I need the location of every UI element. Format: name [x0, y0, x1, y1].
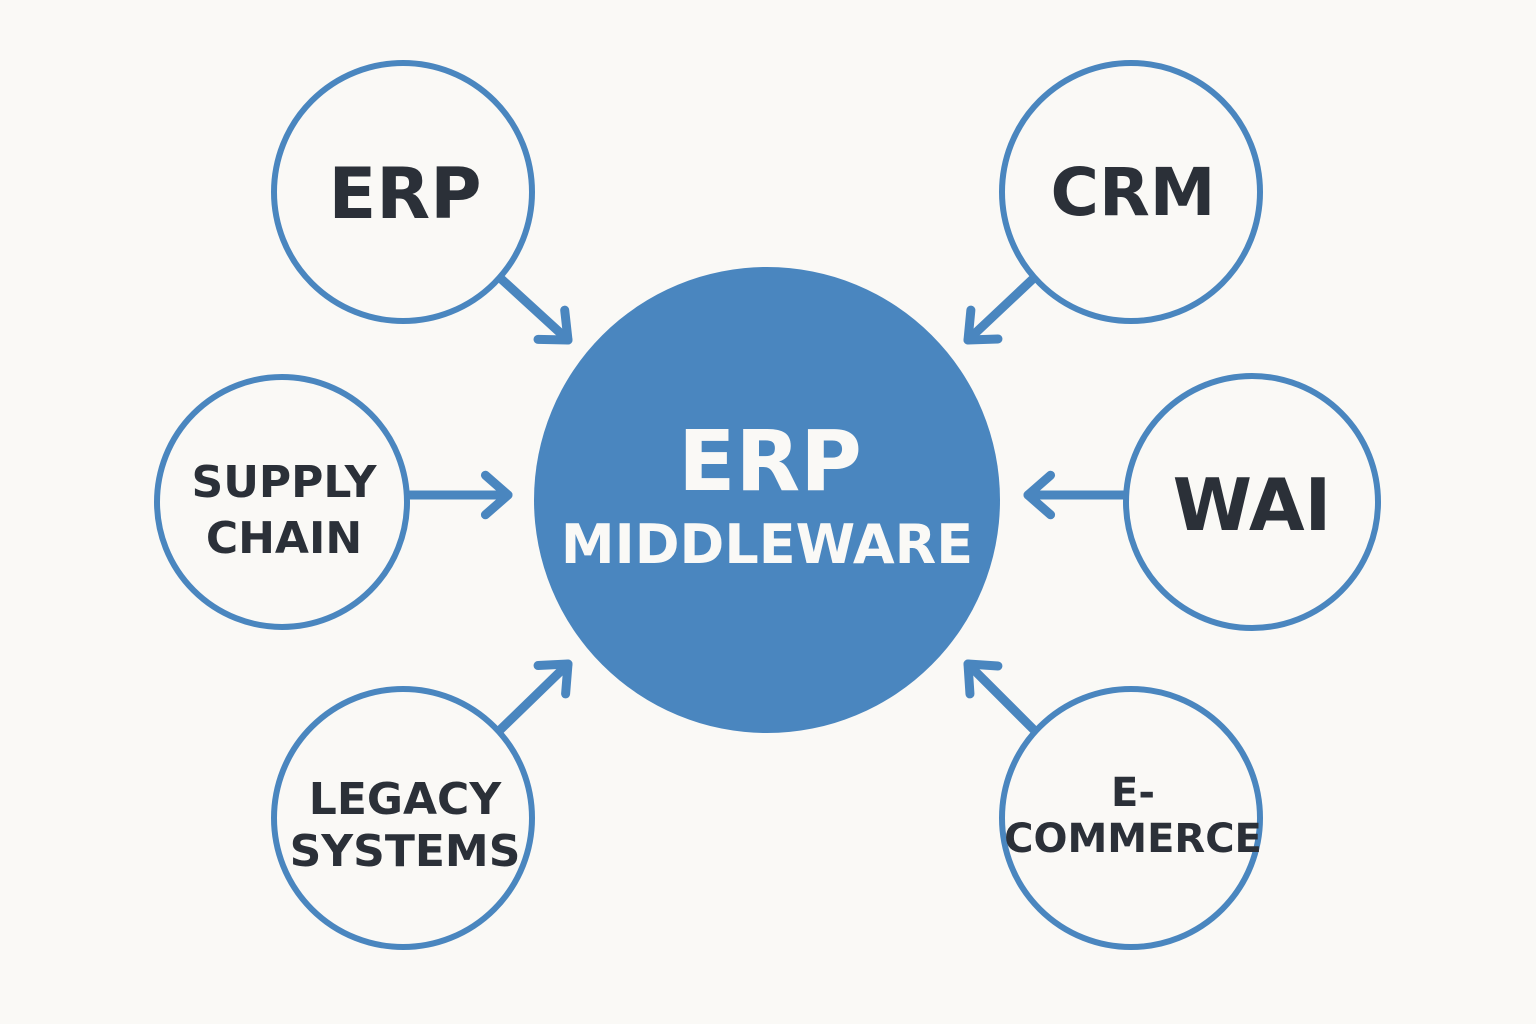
connectors — [405, 271, 1131, 735]
node-supply-chain-circle — [154, 374, 410, 630]
node-wai-circle — [1123, 373, 1381, 631]
node-legacy-systems-label-line1: LEGACY — [309, 774, 503, 825]
arrow-head-icon — [533, 659, 573, 699]
arrow-head-icon — [1023, 470, 1056, 520]
node-wai-label: WAI — [1173, 463, 1332, 547]
arrow-supply-chain-to-hub — [405, 470, 513, 520]
node-erp-circle — [271, 60, 535, 324]
node-legacy-systems-circle — [271, 686, 535, 950]
hub-subtitle: MIDDLEWARE — [561, 513, 973, 576]
arrow-wai-to-hub — [1023, 470, 1131, 520]
arrow-head-icon — [533, 305, 573, 345]
arrow-crm-to-hub — [963, 271, 1041, 345]
arrow-head-icon — [963, 659, 1003, 699]
node-crm-label: CRM — [1051, 154, 1216, 231]
node-e-commerce-label-line2: COMMERCE — [1004, 816, 1262, 862]
arrow-erp-to-hub — [493, 271, 573, 345]
node-erp-label: ERP — [328, 153, 481, 235]
node-e-commerce-circle — [999, 686, 1263, 950]
node-supply-chain[interactable]: SUPPLY CHAIN — [154, 374, 410, 630]
node-erp[interactable]: ERP — [271, 60, 535, 324]
node-supply-chain-label-line1: SUPPLY — [192, 457, 378, 508]
node-legacy-systems[interactable]: LEGACY SYSTEMS — [271, 686, 535, 950]
arrow-e-commerce-to-hub — [963, 659, 1039, 735]
hub-circle — [534, 267, 1000, 733]
node-legacy-systems-label-line2: SYSTEMS — [290, 826, 521, 877]
node-e-commerce-label-line1: E- — [1111, 770, 1155, 816]
node-crm-circle — [999, 60, 1263, 324]
hub-node[interactable]: ERP MIDDLEWARE — [534, 267, 1000, 733]
arrow-shaft — [495, 659, 573, 735]
arrow-shaft — [963, 271, 1041, 345]
node-wai[interactable]: WAI — [1123, 373, 1381, 631]
node-e-commerce[interactable]: E- COMMERCE — [999, 686, 1263, 950]
node-crm[interactable]: CRM — [999, 60, 1263, 324]
arrow-shaft — [493, 271, 573, 345]
arrow-legacy-systems-to-hub — [495, 659, 573, 735]
hub-title: ERP — [678, 412, 862, 510]
node-supply-chain-label-line2: CHAIN — [206, 513, 362, 564]
arrow-head-icon — [480, 470, 513, 520]
arrow-head-icon — [963, 305, 1003, 345]
arrow-shaft — [963, 659, 1039, 735]
